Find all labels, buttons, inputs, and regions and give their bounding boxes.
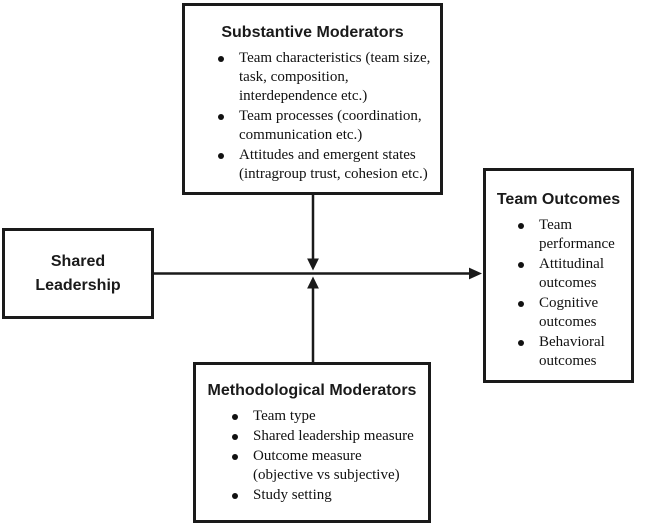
substantive-moderators-list: Team characteristics (team size, task, c… (185, 49, 440, 184)
substantive-moderators-title: Substantive Moderators (221, 24, 404, 41)
team-outcomes-list: Team performance Attitudinal outcomes Co… (486, 216, 631, 371)
list-item: Team performance (518, 216, 627, 254)
list-item: Team type (232, 407, 424, 426)
box-methodological-moderators: Methodological Moderators Team type Shar… (193, 362, 431, 523)
list-item: Study setting (232, 486, 424, 505)
list-item: Team processes (coordination, communicat… (218, 107, 434, 145)
box-team-outcomes: Team Outcomes Team performance Attitudin… (483, 168, 634, 383)
box-shared-leadership: Shared Leadership (2, 228, 154, 319)
list-item: Cognitive outcomes (518, 294, 627, 332)
box-substantive-moderators: Substantive Moderators Team characterist… (182, 3, 443, 195)
list-item: Attitudes and emergent states (intragrou… (218, 146, 434, 184)
list-item: Attitudinal outcomes (518, 255, 627, 293)
arrow-methodological-to-center (307, 276, 319, 363)
methodological-moderators-title: Methodological Moderators (207, 382, 417, 399)
list-item: Shared leadership measure (232, 427, 424, 446)
list-item: Outcome measure (objective vs subjective… (232, 447, 424, 485)
methodological-moderators-list: Team type Shared leadership measure Outc… (196, 407, 428, 505)
list-item: Behavioral outcomes (518, 333, 627, 371)
list-item: Team characteristics (team size, task, c… (218, 49, 434, 106)
team-outcomes-title: Team Outcomes (496, 191, 621, 208)
shared-leadership-title: Shared Leadership (35, 253, 121, 294)
arrow-substantive-to-center (307, 194, 319, 271)
arrow-shared-to-outcomes (154, 267, 482, 280)
